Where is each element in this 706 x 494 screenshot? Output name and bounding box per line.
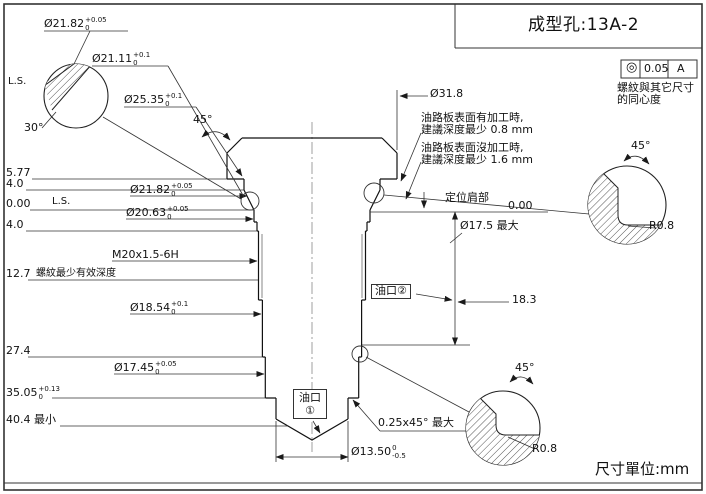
tolerance-note-line1: 螺紋與其它尺寸 [617,81,694,94]
left-dimension-leaders [112,193,265,377]
dim-tolerance: +0.1 0 [133,51,151,67]
right-note-leaders [370,132,548,213]
unit-label: 尺寸單位:mm [595,460,690,478]
dia-1854-label: Ø18.54 +0.1 0 [130,300,189,316]
dim-tolerance: +0.1 0 [165,92,183,108]
ordinate-4-0-top: 4.0 [6,177,24,190]
dim-tolerance: +0.05 0 [155,360,177,376]
ordinate-35-05: 35.05 +0.13 0 [6,385,60,401]
oil-note-2b: 建議深度最少 1.6 mm [421,153,533,166]
shoulder-label: 定位肩部 [445,191,489,204]
concentricity-symbol: ◎ [626,60,638,75]
dia-2111-label: Ø21.11 +0.1 0 [92,51,151,67]
dia-175-max-label: Ø17.5 最大 [460,219,519,232]
dia1350-dimension [275,421,349,462]
dim-tolerance: +0.05 0 [167,205,189,221]
oil-note-2a: 油路板表面沒加工時, [421,141,524,154]
dia-2535-label: Ø25.35 +0.1 0 [124,92,183,108]
ordinate-27-4: 27.4 [6,344,31,357]
dia-1745-label: Ø17.45 +0.05 0 [114,360,177,376]
tolerance-note-line2: 的同心度 [617,93,661,106]
detail-circle-mid-right [383,153,667,245]
thread-lines [261,234,363,298]
mid-detail-angle-label: 45° [631,139,651,152]
ls-label-detail: L.S. [8,76,27,87]
angle-30-label: 30° [24,121,44,134]
mid-detail-radius-label: R0.8 [649,219,675,232]
top-left-leaders [41,30,245,200]
dia-2182-top-label: Ø21.82 +0.05 0 [44,16,107,32]
oil-note-1b: 建議深度最少 0.8 mm [421,123,533,136]
oil-port-1-label: 油口 ① [293,389,327,420]
detail-circle-bottom-right [365,356,541,466]
drawing-title: 成型孔:13A-2 [528,15,640,35]
tolerance-frame-box [620,59,698,79]
oil-port-2-label: 油口② [371,284,411,299]
dim-value: Ø25.35 [124,93,165,107]
dia-2182-label: Ø21.82 +0.05 0 [130,182,193,198]
dim-value: Ø21.82 [130,183,171,197]
bottom-leaders [312,399,467,434]
ordinate-40-4-min: 40.4 最小 [6,413,56,426]
dia-1350-label: Ø13.50 0 -0.5 [351,444,406,460]
detail-circle-top-left [43,63,109,129]
ordinate-12-7: 12.7 [6,267,31,280]
dia-318-label: Ø31.8 [430,87,464,100]
dim-tolerance: +0.05 0 [171,182,193,198]
ls-label-main: L.S. [52,196,71,207]
dim-value: 35.05 [6,386,38,400]
ordinate-0-00: 0.00 [6,197,31,210]
chamfer-bottom-label: 0.25x45° 最大 [378,416,454,429]
dim-tolerance: +0.13 0 [38,385,60,401]
dist-183-label: 18.3 [512,293,537,306]
dim-tolerance: +0.05 0 [85,16,107,32]
detail-marker-circles [240,182,385,363]
thread-spec-label: M20x1.5-6H [112,248,179,261]
ordinate-4-0-bottom: 4.0 [6,218,24,231]
dim-tolerance: 0 -0.5 [392,444,406,460]
zero-right-label: 0.00 [508,199,533,212]
dim-value: Ø21.11 [92,52,133,66]
datum-letter: A [677,62,685,75]
tolerance-value: 0.05 [644,62,669,75]
part-profile [226,137,398,441]
chamfer-45-top-label: 45° [193,113,213,126]
border-frame [3,3,703,491]
dim-value: Ø18.54 [130,301,171,315]
bottom-detail-radius-label: R0.8 [532,442,558,455]
bottom-detail-angle-label: 45° [515,361,535,374]
dim-tolerance: +0.1 0 [171,300,189,316]
ordinate-lines [26,178,288,427]
oil-note-1a: 油路板表面有加工時, [421,111,524,124]
dim-value: Ø17.45 [114,361,155,375]
dia318-leader [396,90,428,150]
thread-depth-note: 螺紋最少有效深度 [36,268,116,279]
port2-dimension [362,211,509,346]
dim-value: Ø21.82 [44,17,85,31]
dia-2063-label: Ø20.63 +0.05 0 [126,205,189,221]
dim-value: Ø13.50 [351,445,392,459]
dim-value: Ø20.63 [126,206,167,220]
ordinate-5-77: 5.77 [6,166,31,179]
